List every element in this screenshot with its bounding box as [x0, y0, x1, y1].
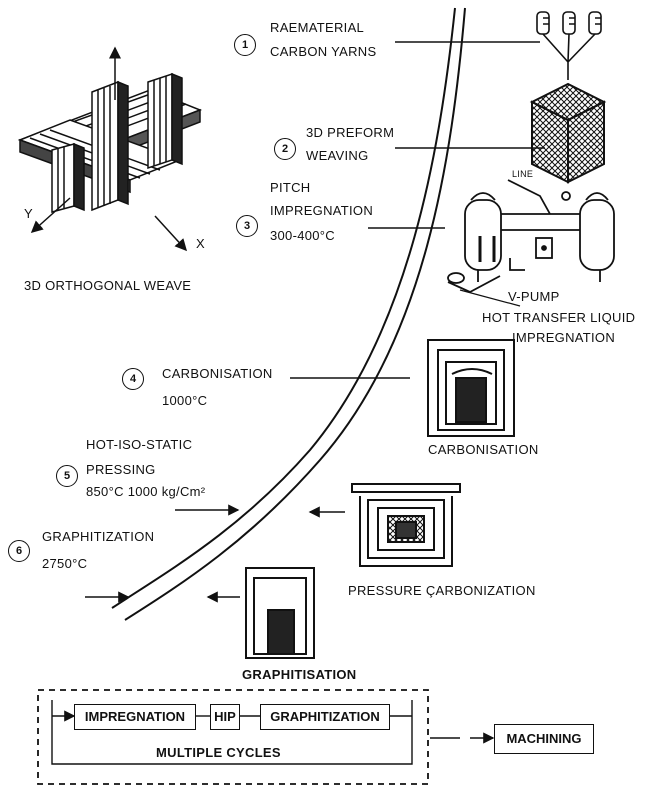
preform-cube-icon	[529, 82, 607, 184]
pressure-carbonization-furnace-icon	[351, 483, 461, 567]
carbonisation-furnace-icon	[427, 339, 515, 437]
step-1-sublabel: CARBON YARNS	[270, 44, 377, 59]
step-1-number: 1	[234, 34, 256, 56]
graphitisation-label: GRAPHITISATION	[242, 667, 357, 682]
hot-transfer-sublabel: IMPREGNATION	[512, 330, 616, 345]
step-3-label: IMPREGNATION	[270, 203, 374, 218]
step-5-heading: HOT-ISO-STATIC	[86, 437, 193, 452]
step-6-sublabel: 2750°C	[42, 556, 88, 571]
multiple-cycles-label: MULTIPLE CYCLES	[156, 745, 281, 760]
graphitisation-furnace-icon	[245, 567, 315, 659]
yarn-spools-icon	[536, 11, 602, 80]
hot-transfer-label: HOT TRANSFER LIQUID	[482, 310, 636, 325]
step-3-number: 3	[236, 215, 258, 237]
step-4-sublabel: 1000°C	[162, 393, 208, 408]
step-6-label: GRAPHITIZATION	[42, 529, 155, 544]
step-2-sublabel: WEAVING	[306, 148, 369, 163]
weave-axis-x: X	[196, 236, 205, 251]
leader-lines	[85, 41, 545, 603]
impregnation-apparatus-icon	[447, 179, 615, 294]
impregnation-box: IMPREGNATION	[74, 704, 196, 730]
pressure-carbonization-label: PRESSURE ÇARBONIZATION	[348, 583, 536, 598]
step-6-number: 6	[8, 540, 30, 562]
step-4-label: CARBONISATION	[162, 366, 273, 381]
machining-box: MACHINING	[494, 724, 594, 754]
weave-caption: 3D ORTHOGONAL WEAVE	[24, 278, 192, 293]
hip-box: HIP	[210, 704, 240, 730]
cycle-frame	[37, 689, 495, 785]
step-2-number: 2	[274, 138, 296, 160]
line-label: LINE	[512, 169, 534, 179]
step-5-number: 5	[56, 465, 78, 487]
graphitization-box: GRAPHITIZATION	[260, 704, 390, 730]
step-4-number: 4	[122, 368, 144, 390]
step-3-heading: PITCH	[270, 180, 311, 195]
weave-axis-y: Y	[24, 206, 33, 221]
vpump-label: V-PUMP	[508, 289, 560, 304]
process-curve	[111, 7, 466, 621]
step-5-sublabel: 850°C 1000 kg/Cm²	[86, 484, 206, 499]
carbonisation-label: CARBONISATION	[428, 442, 539, 457]
step-5-label: PRESSING	[86, 462, 156, 477]
step-2-label: 3D PREFORM	[306, 125, 395, 140]
step-3-sublabel: 300-400°C	[270, 228, 335, 243]
weave-3d-icon	[17, 46, 203, 252]
step-1-label: RAEMATERIAL	[270, 20, 365, 35]
